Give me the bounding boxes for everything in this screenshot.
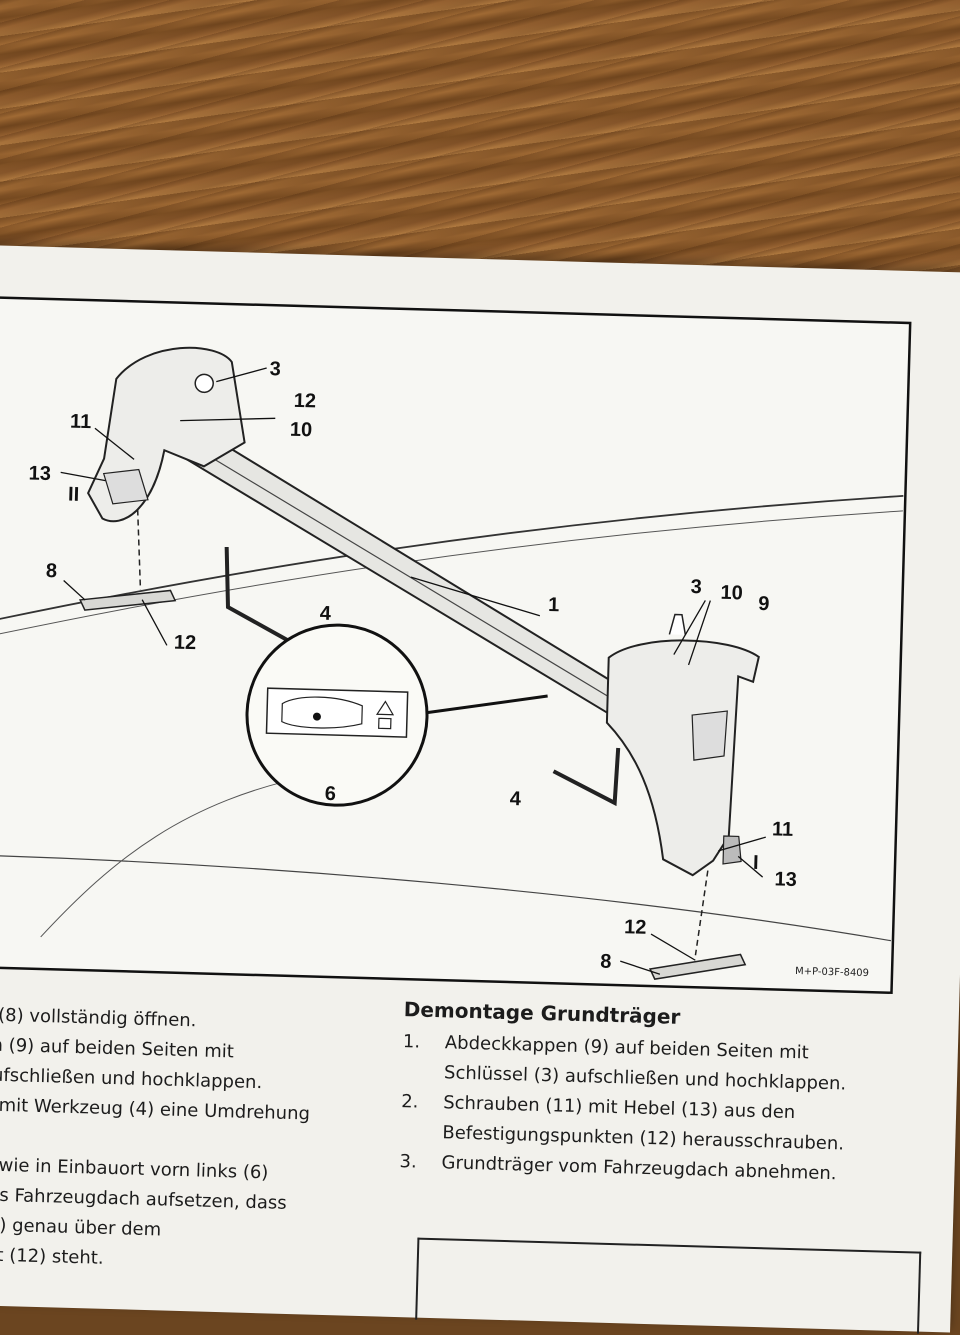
wood-grain-overlay bbox=[0, 0, 960, 290]
callout-10-right: 10 bbox=[720, 582, 743, 605]
leader-10-left bbox=[180, 417, 276, 422]
leader-13-right bbox=[737, 855, 764, 878]
left-fixing-point bbox=[79, 589, 177, 611]
side-mark-right: I bbox=[753, 852, 759, 874]
left-dashed-axis bbox=[136, 509, 142, 590]
callout-4-right: 4 bbox=[509, 788, 522, 810]
callout-10-left: 10 bbox=[290, 419, 313, 442]
callout-13-left: 13 bbox=[28, 462, 51, 485]
crossbar-groove bbox=[169, 431, 616, 702]
leader-8-right bbox=[620, 960, 661, 975]
left-column-text: gen (8) vollständig öffnen. ppen (9) auf… bbox=[0, 1000, 359, 1281]
right-dashed-axis bbox=[694, 870, 709, 956]
step-number: 3. bbox=[399, 1151, 418, 1173]
wooden-table-surface bbox=[0, 0, 960, 290]
car-top-view-icon bbox=[281, 696, 363, 729]
step-number: 2. bbox=[400, 1091, 419, 1113]
leader-1 bbox=[410, 576, 541, 617]
leader-12-right bbox=[650, 933, 696, 961]
callout-8-right: 8 bbox=[600, 951, 612, 973]
callout-1: 1 bbox=[548, 594, 560, 616]
callout-13-right: 13 bbox=[774, 868, 797, 891]
warning-triangle-icon bbox=[375, 700, 395, 716]
callout-11-right: 11 bbox=[772, 818, 794, 841]
leader-11-right bbox=[718, 836, 766, 852]
callout-12-right: 12 bbox=[624, 916, 647, 939]
door-line bbox=[40, 774, 316, 938]
figure-code: M+P-03F-8409 bbox=[794, 966, 870, 980]
right-lever bbox=[722, 835, 742, 865]
callout-3-left: 3 bbox=[269, 358, 281, 380]
callout-12-left: 12 bbox=[174, 632, 197, 655]
label-sticker bbox=[265, 687, 409, 738]
callout-3-right: 3 bbox=[690, 576, 702, 598]
right-foot bbox=[605, 639, 760, 877]
step-number: 1. bbox=[402, 1031, 421, 1053]
leader-13-left bbox=[60, 471, 106, 482]
right-lock-key bbox=[668, 613, 687, 635]
right-tool bbox=[552, 747, 621, 807]
callout-9-right: 9 bbox=[758, 593, 770, 615]
callout-6: 6 bbox=[325, 783, 337, 805]
book-icon bbox=[378, 717, 392, 730]
leader-10-right-b bbox=[687, 600, 711, 666]
detail-pointer bbox=[426, 694, 548, 715]
right-column-text: Demontage Grundträger 1. Abdeckkappen (9… bbox=[399, 997, 904, 1191]
side-mark-left: II bbox=[68, 484, 80, 506]
leader-8-left bbox=[63, 579, 86, 601]
right-clamp bbox=[691, 710, 728, 761]
callout-9-left: 12 bbox=[293, 390, 316, 413]
leader-11-left bbox=[94, 427, 135, 460]
manual-page: 3 12 10 11 13 II 8 12 4 1 3 10 9 4 11 I … bbox=[0, 245, 960, 1334]
left-lever bbox=[102, 468, 149, 505]
right-fixing-point bbox=[648, 953, 747, 980]
left-tool bbox=[224, 546, 305, 651]
roof-rack-diagram: 3 12 10 11 13 II 8 12 4 1 3 10 9 4 11 I … bbox=[0, 295, 912, 995]
left-lock-key bbox=[194, 373, 214, 394]
leader-12-left bbox=[141, 599, 168, 646]
callout-8-left: 8 bbox=[46, 560, 58, 582]
next-figure-frame bbox=[415, 1237, 922, 1334]
callout-11-left: 11 bbox=[70, 411, 92, 434]
front-left-marker bbox=[312, 712, 321, 721]
leader-10-right-a bbox=[673, 600, 706, 655]
roof-line-lower bbox=[0, 854, 892, 942]
callout-4-left: 4 bbox=[320, 603, 333, 625]
leader-3-left bbox=[216, 367, 267, 383]
